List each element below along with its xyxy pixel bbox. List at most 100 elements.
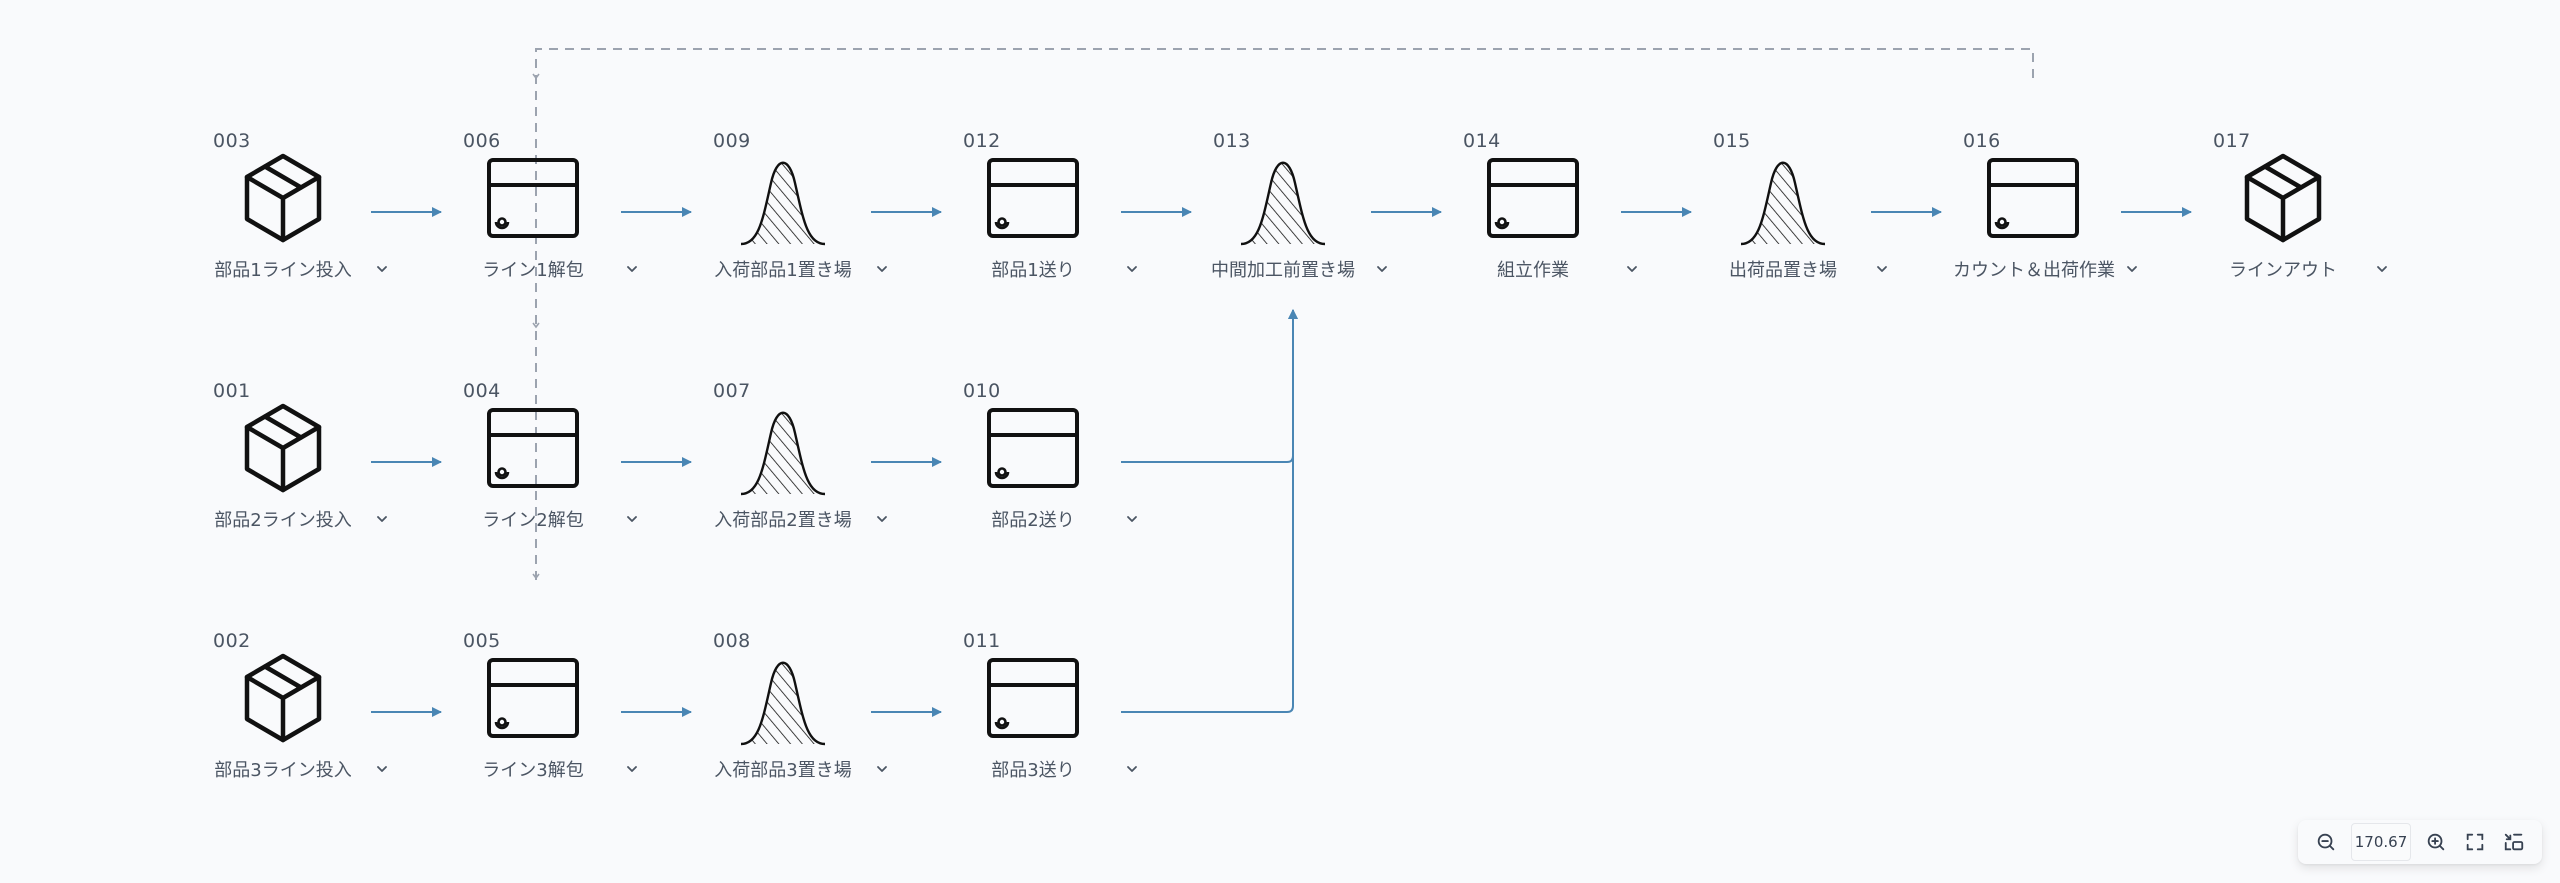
box-icon: [233, 398, 333, 498]
node-id: 011: [963, 630, 1001, 652]
node-id: 012: [963, 130, 1001, 152]
workstation-icon: [983, 648, 1083, 748]
node-id: 004: [463, 380, 501, 402]
chevron-down-icon[interactable]: [2371, 258, 2393, 280]
storage-pile-icon: [1233, 148, 1333, 248]
node-id: 016: [1963, 130, 2001, 152]
chevron-down-icon[interactable]: [621, 758, 643, 780]
zoom-out-button[interactable]: [2312, 828, 2340, 856]
node-id: 017: [2213, 130, 2251, 152]
process-node[interactable]: 001 部品2ライン投入: [213, 380, 413, 540]
process-node[interactable]: 007 入荷部品2置き場: [713, 380, 913, 540]
storage-pile-icon: [733, 148, 833, 248]
flow-edge[interactable]: [1121, 309, 1298, 713]
workstation-icon: [483, 398, 583, 498]
box-icon: [233, 648, 333, 748]
chevron-down-icon[interactable]: [1371, 258, 1393, 280]
node-id: 009: [713, 130, 751, 152]
process-node[interactable]: 010 部品2送り: [963, 380, 1163, 540]
node-label: カウント＆出荷作業: [1953, 260, 2115, 281]
feedback-arrow-mark: [532, 322, 540, 329]
chevron-down-icon[interactable]: [871, 508, 893, 530]
process-node[interactable]: 008 入荷部品3置き場: [713, 630, 913, 790]
chevron-down-icon[interactable]: [871, 258, 893, 280]
node-id: 010: [963, 380, 1001, 402]
feedback-arrow-mark: [532, 73, 540, 80]
zoom-out-icon: [2317, 833, 2335, 851]
node-label: 部品2ライン投入: [214, 510, 352, 531]
workstation-icon: [1483, 148, 1583, 248]
auto-layout-icon: [2504, 833, 2524, 851]
node-id: 006: [463, 130, 501, 152]
chevron-down-icon[interactable]: [1121, 508, 1143, 530]
zoom-in-button[interactable]: [2422, 828, 2450, 856]
node-id: 015: [1713, 130, 1751, 152]
node-id: 013: [1213, 130, 1251, 152]
feedback-arrow-mark: [532, 573, 540, 580]
fit-view-button[interactable]: [2461, 828, 2489, 856]
node-label: 部品3ライン投入: [214, 760, 352, 781]
process-node[interactable]: 015 出荷品置き場: [1713, 130, 1913, 290]
node-label: ライン2解包: [482, 510, 584, 531]
chevron-down-icon[interactable]: [1621, 258, 1643, 280]
node-id: 001: [213, 380, 251, 402]
chevron-down-icon[interactable]: [371, 758, 393, 780]
node-label: ライン1解包: [482, 260, 584, 281]
flow-edge[interactable]: [1121, 309, 1298, 463]
process-node[interactable]: 013 中間加工前置き場: [1211, 130, 1413, 290]
node-label: 出荷品置き場: [1729, 260, 1837, 281]
chevron-down-icon[interactable]: [871, 758, 893, 780]
process-node[interactable]: 002 部品3ライン投入: [213, 630, 413, 790]
process-node[interactable]: 005 ライン3解包: [463, 630, 663, 790]
node-label: 部品1ライン投入: [214, 260, 352, 281]
node-id: 005: [463, 630, 501, 652]
node-label: ラインアウト: [2229, 260, 2337, 281]
chevron-down-icon[interactable]: [621, 258, 643, 280]
node-label: 入荷部品2置き場: [714, 510, 852, 531]
process-node[interactable]: 004 ライン2解包: [463, 380, 663, 540]
node-label: 中間加工前置き場: [1211, 260, 1355, 281]
node-label: 入荷部品3置き場: [714, 760, 852, 781]
node-id: 014: [1463, 130, 1501, 152]
chevron-down-icon[interactable]: [371, 258, 393, 280]
zoom-in-icon: [2427, 833, 2445, 851]
fullscreen-icon: [2466, 833, 2484, 851]
workstation-icon: [983, 398, 1083, 498]
process-node[interactable]: 006 ライン1解包: [463, 130, 663, 290]
process-node[interactable]: 009 入荷部品1置き場: [713, 130, 913, 290]
process-node[interactable]: 016 カウント＆出荷作業: [1953, 130, 2163, 290]
chevron-down-icon[interactable]: [621, 508, 643, 530]
edges-layer: [371, 48, 2192, 717]
workstation-icon: [483, 148, 583, 248]
chevron-down-icon[interactable]: [1121, 758, 1143, 780]
node-label: ライン3解包: [482, 760, 584, 781]
workstation-icon: [483, 648, 583, 748]
box-icon: [2233, 148, 2333, 248]
chevron-down-icon[interactable]: [1871, 258, 1893, 280]
storage-pile-icon: [733, 648, 833, 748]
node-label: 部品1送り: [991, 260, 1075, 281]
box-icon: [233, 148, 333, 248]
chevron-down-icon[interactable]: [1121, 258, 1143, 280]
node-label: 部品3送り: [991, 760, 1075, 781]
node-label: 組立作業: [1497, 260, 1569, 281]
chevron-down-icon[interactable]: [371, 508, 393, 530]
process-node[interactable]: 014 組立作業: [1463, 130, 1663, 290]
node-id: 007: [713, 380, 751, 402]
zoom-level-input[interactable]: 170.67: [2351, 823, 2411, 861]
process-node[interactable]: 011 部品3送り: [963, 630, 1163, 790]
process-node[interactable]: 003 部品1ライン投入: [213, 130, 413, 290]
process-node[interactable]: 017 ラインアウト: [2213, 130, 2413, 290]
workstation-icon: [1983, 148, 2083, 248]
workstation-icon: [983, 148, 1083, 248]
zoom-toolbar: 170.67: [2298, 820, 2542, 864]
process-node[interactable]: 012 部品1送り: [963, 130, 1163, 290]
auto-layout-button[interactable]: [2500, 828, 2528, 856]
storage-pile-icon: [733, 398, 833, 498]
chevron-down-icon[interactable]: [2121, 258, 2143, 280]
node-id: 003: [213, 130, 251, 152]
node-id: 002: [213, 630, 251, 652]
node-id: 008: [713, 630, 751, 652]
node-label: 入荷部品1置き場: [714, 260, 852, 281]
